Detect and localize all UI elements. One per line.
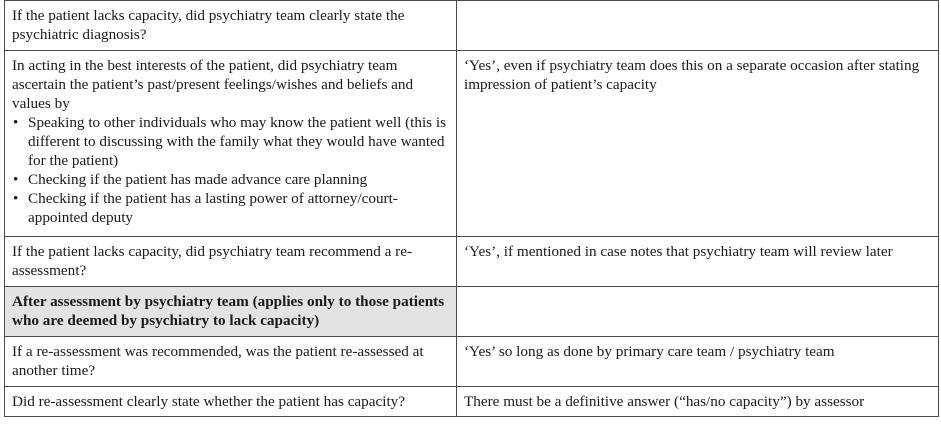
table-row: In acting in the best interests of the p… (4, 50, 939, 237)
list-item-text: Checking if the patient has made advance… (28, 171, 368, 188)
bullet-icon: • (13, 114, 19, 131)
note-cell (456, 0, 939, 51)
bullet-icon: • (13, 190, 19, 207)
table-row: If the patient lacks capacity, did psych… (4, 236, 939, 287)
section-row: After assessment by psychiatry team (app… (4, 286, 939, 337)
table-row: If the patient lacks capacity, did psych… (4, 0, 939, 51)
question-cell: If the patient lacks capacity, did psych… (4, 0, 457, 51)
section-heading: After assessment by psychiatry team (app… (4, 286, 457, 337)
question-cell: If a re-assessment was recommended, was … (4, 336, 457, 387)
note-cell: ‘Yes’, if mentioned in case notes that p… (456, 236, 939, 287)
note-cell: ‘Yes’, even if psychiatry team does this… (456, 50, 939, 237)
list-item-text: Checking if the patient has a lasting po… (28, 190, 398, 226)
question-cell: If the patient lacks capacity, did psych… (4, 236, 457, 287)
note-cell: There must be a definitive answer (“has/… (456, 386, 939, 417)
question-text: In acting in the best interests of the p… (12, 57, 414, 112)
list-item: • Checking if the patient has made advanc… (12, 170, 449, 189)
list-item: • Checking if the patient has a lasting p… (12, 189, 449, 227)
table-row: If a re-assessment was recommended, was … (4, 336, 939, 387)
list-item-text: Speaking to other individuals who may kn… (28, 114, 447, 169)
list-item: • Speaking to other individuals who may k… (12, 113, 449, 170)
bullet-list: • Speaking to other individuals who may k… (12, 113, 449, 227)
table-row: Did re-assessment clearly state whether … (4, 386, 939, 417)
question-cell: In acting in the best interests of the p… (4, 50, 457, 237)
bullet-icon: • (13, 171, 19, 188)
note-cell (456, 286, 939, 337)
note-cell: ‘Yes’ so long as done by primary care te… (456, 336, 939, 387)
question-cell: Did re-assessment clearly state whether … (4, 386, 457, 417)
assessment-criteria-table: If the patient lacks capacity, did psych… (4, 0, 939, 417)
